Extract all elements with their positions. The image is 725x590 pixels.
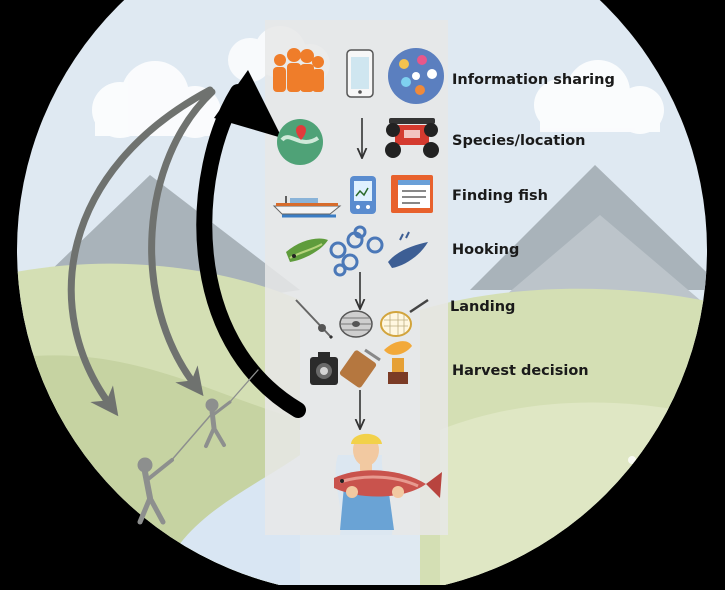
- angler-holding-fish-icon: [334, 433, 442, 530]
- map-pin-icon: [277, 119, 323, 165]
- hooks-icon: [329, 225, 384, 277]
- dispersal-arrow: [67, 86, 214, 417]
- people-group-icon: [273, 48, 324, 92]
- atv-icon: [385, 118, 439, 158]
- feedback-arrow: [196, 70, 306, 418]
- cloud-icon: [534, 60, 664, 134]
- stage-label-finding-fish: Finding fish: [452, 188, 548, 204]
- feedback-arrow-shaft: [196, 84, 306, 418]
- fishing-report-icon: [391, 175, 433, 213]
- stage-label-species-location: Species/location: [452, 133, 586, 149]
- mountain: [500, 215, 700, 300]
- dispersal-arrow: [148, 88, 216, 397]
- social-media-icon: [388, 48, 444, 104]
- feedback-arrow-head: [214, 70, 282, 138]
- stage-label-information-sharing: Information sharing: [452, 72, 615, 88]
- camera-icon: [310, 352, 338, 385]
- lure-icon: [286, 238, 328, 262]
- cutting-board-icon: [339, 348, 381, 388]
- fishing-person-icon: [137, 409, 216, 525]
- fish-finder-icon: [350, 176, 376, 214]
- stage-label-harvest-decision: Harvest decision: [452, 363, 589, 379]
- soft-bait-icon: [388, 231, 428, 268]
- hill: [440, 402, 707, 585]
- fish-trophy-icon: [384, 341, 412, 384]
- dispersal-arrows: [67, 86, 216, 417]
- fishing-rod-icon: [295, 299, 334, 340]
- smartphone-icon: [346, 49, 374, 98]
- fishing-line-spool-icon: [339, 310, 373, 338]
- stage-label-hooking: Hooking: [452, 242, 520, 258]
- fishing-person-icon: [204, 369, 259, 448]
- stage-label-landing: Landing: [450, 299, 516, 315]
- boat-icon: [272, 196, 342, 218]
- landing-net-icon: [380, 298, 429, 337]
